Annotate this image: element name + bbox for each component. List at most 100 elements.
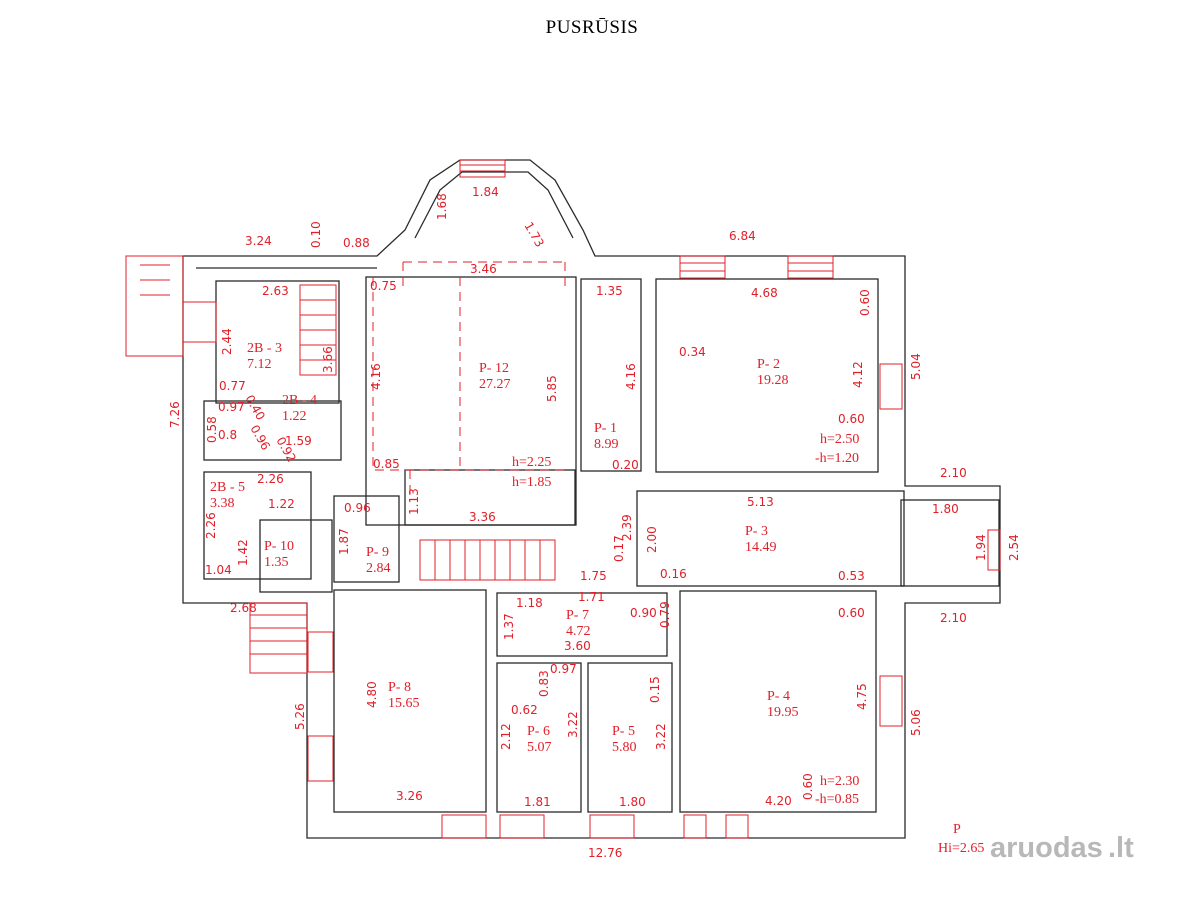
dimension-label: 2.44 — [220, 328, 234, 355]
room-p3-id: P- 3 — [745, 524, 768, 539]
dimension-label: 1.37 — [502, 613, 516, 640]
room-p6-area: 5.07 — [527, 740, 552, 755]
dimension-label: 5.06 — [909, 709, 923, 736]
dimension-label: 6.84 — [729, 229, 756, 243]
dimension-label: 5.85 — [545, 375, 559, 402]
dimension-label: 0.17 — [612, 535, 626, 562]
dimension-label: 2.39 — [620, 514, 634, 541]
dimension-label: 2.68 — [230, 601, 257, 615]
dimension-label: 12.76 — [588, 846, 622, 860]
room-p10-area: 1.35 — [264, 555, 289, 570]
dimension-label: 5.26 — [293, 703, 307, 730]
dimension-label: 2.00 — [645, 526, 659, 553]
room-2b3-id: 2B - 3 — [247, 341, 282, 356]
dimension-label: 1.80 — [619, 795, 646, 809]
dimension-label: 0.60 — [858, 289, 872, 316]
dimension-label: 2.63 — [262, 284, 289, 298]
room-p9-id: P- 9 — [366, 545, 389, 560]
dimension-label: 0.96 — [344, 501, 371, 515]
dimension-label: 1.13 — [407, 488, 421, 515]
room-p7-area: 4.72 — [566, 624, 591, 639]
dimension-label: 4.16 — [369, 363, 383, 390]
dimension-label: 1.73 — [521, 220, 546, 250]
dimension-label: 1.80 — [932, 502, 959, 516]
dimension-label: 0.58 — [205, 416, 219, 443]
dimension-label: 3.36 — [469, 510, 496, 524]
dimension-label: 5.13 — [747, 495, 774, 509]
dimension-label: 3.60 — [564, 639, 591, 653]
dimension-label: 1.71 — [578, 590, 605, 604]
dashed-lines — [372, 261, 566, 500]
plan-title: PUSRŪSIS — [545, 17, 639, 38]
room-p10-id: P- 10 — [264, 539, 294, 554]
legend-hi: Hi=2.65 — [938, 841, 984, 856]
room-labels: 2B - 3 7.12 2B - 4 1.22 2B - 5 3.38 P- 1… — [210, 341, 984, 856]
dimension-label: 1.84 — [472, 185, 499, 199]
room-2b4-id: 2B - 4 — [282, 393, 317, 408]
dimension-label: 4.16 — [624, 363, 638, 390]
dimension-label: 0.75 — [370, 279, 397, 293]
room-p1-id: P- 1 — [594, 421, 617, 436]
dimension-label: 0.34 — [679, 345, 706, 359]
dimension-label: 3.46 — [470, 262, 497, 276]
dimension-label: 0.60 — [801, 773, 815, 800]
dimension-label: 0.16 — [660, 567, 687, 581]
dimension-label: 1.18 — [516, 596, 543, 610]
dimension-label: 0.60 — [838, 606, 865, 620]
dimension-label: 3.22 — [654, 723, 668, 750]
room-p2-id: P- 2 — [757, 357, 780, 372]
dimension-label: 4.80 — [365, 681, 379, 708]
p2-neg-height: -h=1.20 — [815, 451, 859, 466]
dimension-label: 3.22 — [566, 711, 580, 738]
dimension-label: 5.04 — [909, 353, 923, 380]
p2-height: h=2.50 — [820, 432, 859, 447]
dimension-label: 4.68 — [751, 286, 778, 300]
dimension-label: 1.75 — [580, 569, 607, 583]
room-p6-id: P- 6 — [527, 724, 550, 739]
room-p5-area: 5.80 — [612, 740, 637, 755]
dimension-label: 2.26 — [204, 512, 218, 539]
dimension-label: 2.12 — [499, 723, 513, 750]
dimension-label: 3.26 — [396, 789, 423, 803]
legend-p: P — [953, 822, 961, 837]
dimension-label: 0.15 — [648, 676, 662, 703]
p4-height: h=2.30 — [820, 774, 859, 789]
dimension-label: 4.20 — [765, 794, 792, 808]
dimension-label: 7.26 — [168, 401, 182, 428]
dimension-label: 2.54 — [1007, 534, 1021, 561]
dimension-label: 3.66 — [321, 346, 335, 373]
dimension-label: 0.53 — [838, 569, 865, 583]
room-p12-id: P- 12 — [479, 361, 509, 376]
room-p4-id: P- 4 — [767, 689, 790, 704]
dimension-label: 1.94 — [974, 534, 988, 561]
room-p7-id: P- 7 — [566, 608, 589, 623]
dimension-label: 0.88 — [343, 236, 370, 250]
room-p3-area: 14.49 — [745, 540, 777, 555]
outer-walls — [182, 159, 1001, 839]
dimension-label: 1.81 — [524, 795, 551, 809]
room-p2-area: 19.28 — [757, 373, 789, 388]
dimension-label: 0.40 — [242, 393, 267, 423]
dimension-label: 0.97 — [218, 400, 245, 414]
room-p4-area: 19.95 — [767, 705, 799, 720]
dimension-label: 0.96 — [247, 423, 272, 453]
dimension-label: 3.24 — [245, 234, 272, 248]
room-p8-area: 15.65 — [388, 696, 420, 711]
room-p9-area: 2.84 — [366, 561, 391, 576]
room-p12-area: 27.27 — [479, 377, 511, 392]
dimension-label: 1.42 — [236, 539, 250, 566]
windows-and-stairs — [125, 159, 1001, 839]
room-2b3-area: 7.12 — [247, 357, 272, 372]
dimension-label: 4.12 — [851, 361, 865, 388]
dimension-label: 0.79 — [658, 601, 672, 628]
room-2b4-area: 1.22 — [282, 409, 307, 424]
watermark: aruodas .lt — [990, 832, 1134, 864]
room-p1-area: 8.99 — [594, 437, 619, 452]
dimension-label: 4.75 — [855, 683, 869, 710]
watermark-brand: aruodas — [990, 832, 1103, 864]
dimension-label: 1.04 — [205, 563, 232, 577]
interior-walls — [203, 276, 1000, 813]
p4-neg-height: -h=0.85 — [815, 792, 859, 807]
